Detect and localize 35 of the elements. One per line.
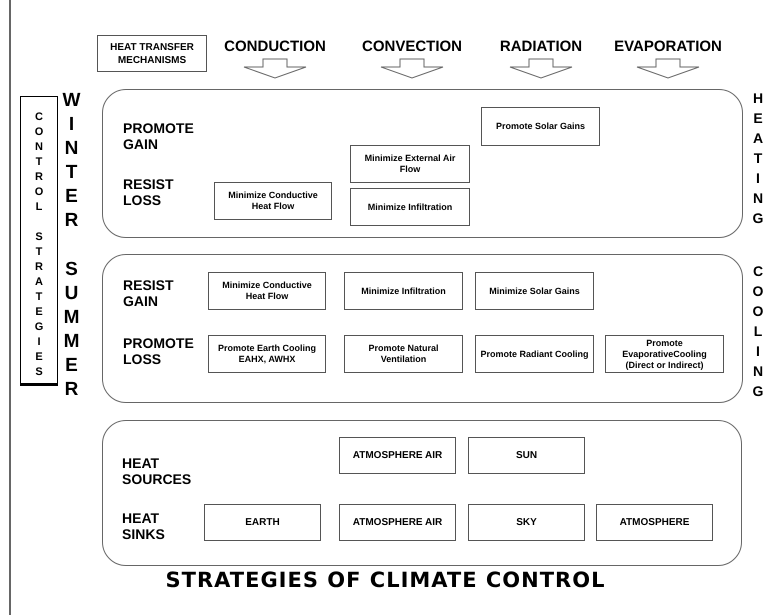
row-heading: RESIST LOSS — [123, 176, 175, 208]
strategy-box: Minimize Infiltration — [344, 272, 463, 310]
strategy-box: Promote Solar Gains — [481, 107, 600, 146]
strategy-box: SKY — [468, 504, 585, 541]
strategy-box: Promote Radiant Cooling — [475, 335, 594, 373]
row-heading: PROMOTE GAIN — [123, 120, 195, 152]
strategy-box: Promote Earth Cooling EAHX, AWHX — [208, 335, 326, 373]
vertical-heading: WINTER — [61, 90, 81, 234]
row-heading: PROMOTE LOSS — [123, 335, 195, 367]
strategy-box: ATMOSPHERE — [596, 504, 713, 541]
strategy-box: Promote Natural Ventilation — [344, 335, 463, 373]
strategy-box: SUN — [468, 437, 585, 474]
strategy-box: Minimize Conductive Heat Flow — [208, 272, 326, 310]
vertical-heading: COOLING — [750, 263, 765, 403]
strategy-box: HEAT TRANSFER MECHANISMS — [97, 35, 207, 72]
strategy-box: ATMOSPHERE AIR — [339, 504, 456, 541]
strategy-box: Minimize External Air Flow — [350, 145, 470, 183]
strategy-box: ATMOSPHERE AIR — [339, 437, 456, 474]
column-heading: CONVECTION — [362, 38, 462, 55]
strategy-box: Minimize Conductive Heat Flow — [214, 182, 332, 220]
strategy-box: Minimize Infiltration — [350, 188, 470, 226]
vertical-heading: SUMMER — [61, 259, 81, 403]
column-heading: CONDUCTION — [224, 38, 326, 55]
vertical-heading: HEATING — [750, 90, 765, 230]
strategy-box: Promote EvaporativeCooling (Direct or Indirect) — [605, 335, 724, 373]
strategy-box: EARTH — [204, 504, 321, 541]
strategy-box: Minimize Solar Gains — [475, 272, 594, 310]
column-heading: RADIATION — [500, 38, 582, 55]
rounded-panel — [102, 420, 742, 566]
column-heading: EVAPORATION — [614, 38, 722, 55]
diagram-title: STRATEGIES OF CLIMATE CONTROL — [164, 568, 606, 592]
row-heading: HEAT SOURCES — [122, 455, 192, 487]
row-heading: HEAT SINKS — [122, 510, 166, 542]
row-heading: RESIST GAIN — [123, 277, 175, 309]
vertical-label-box: CONTROL STRATEGIES — [20, 96, 58, 386]
